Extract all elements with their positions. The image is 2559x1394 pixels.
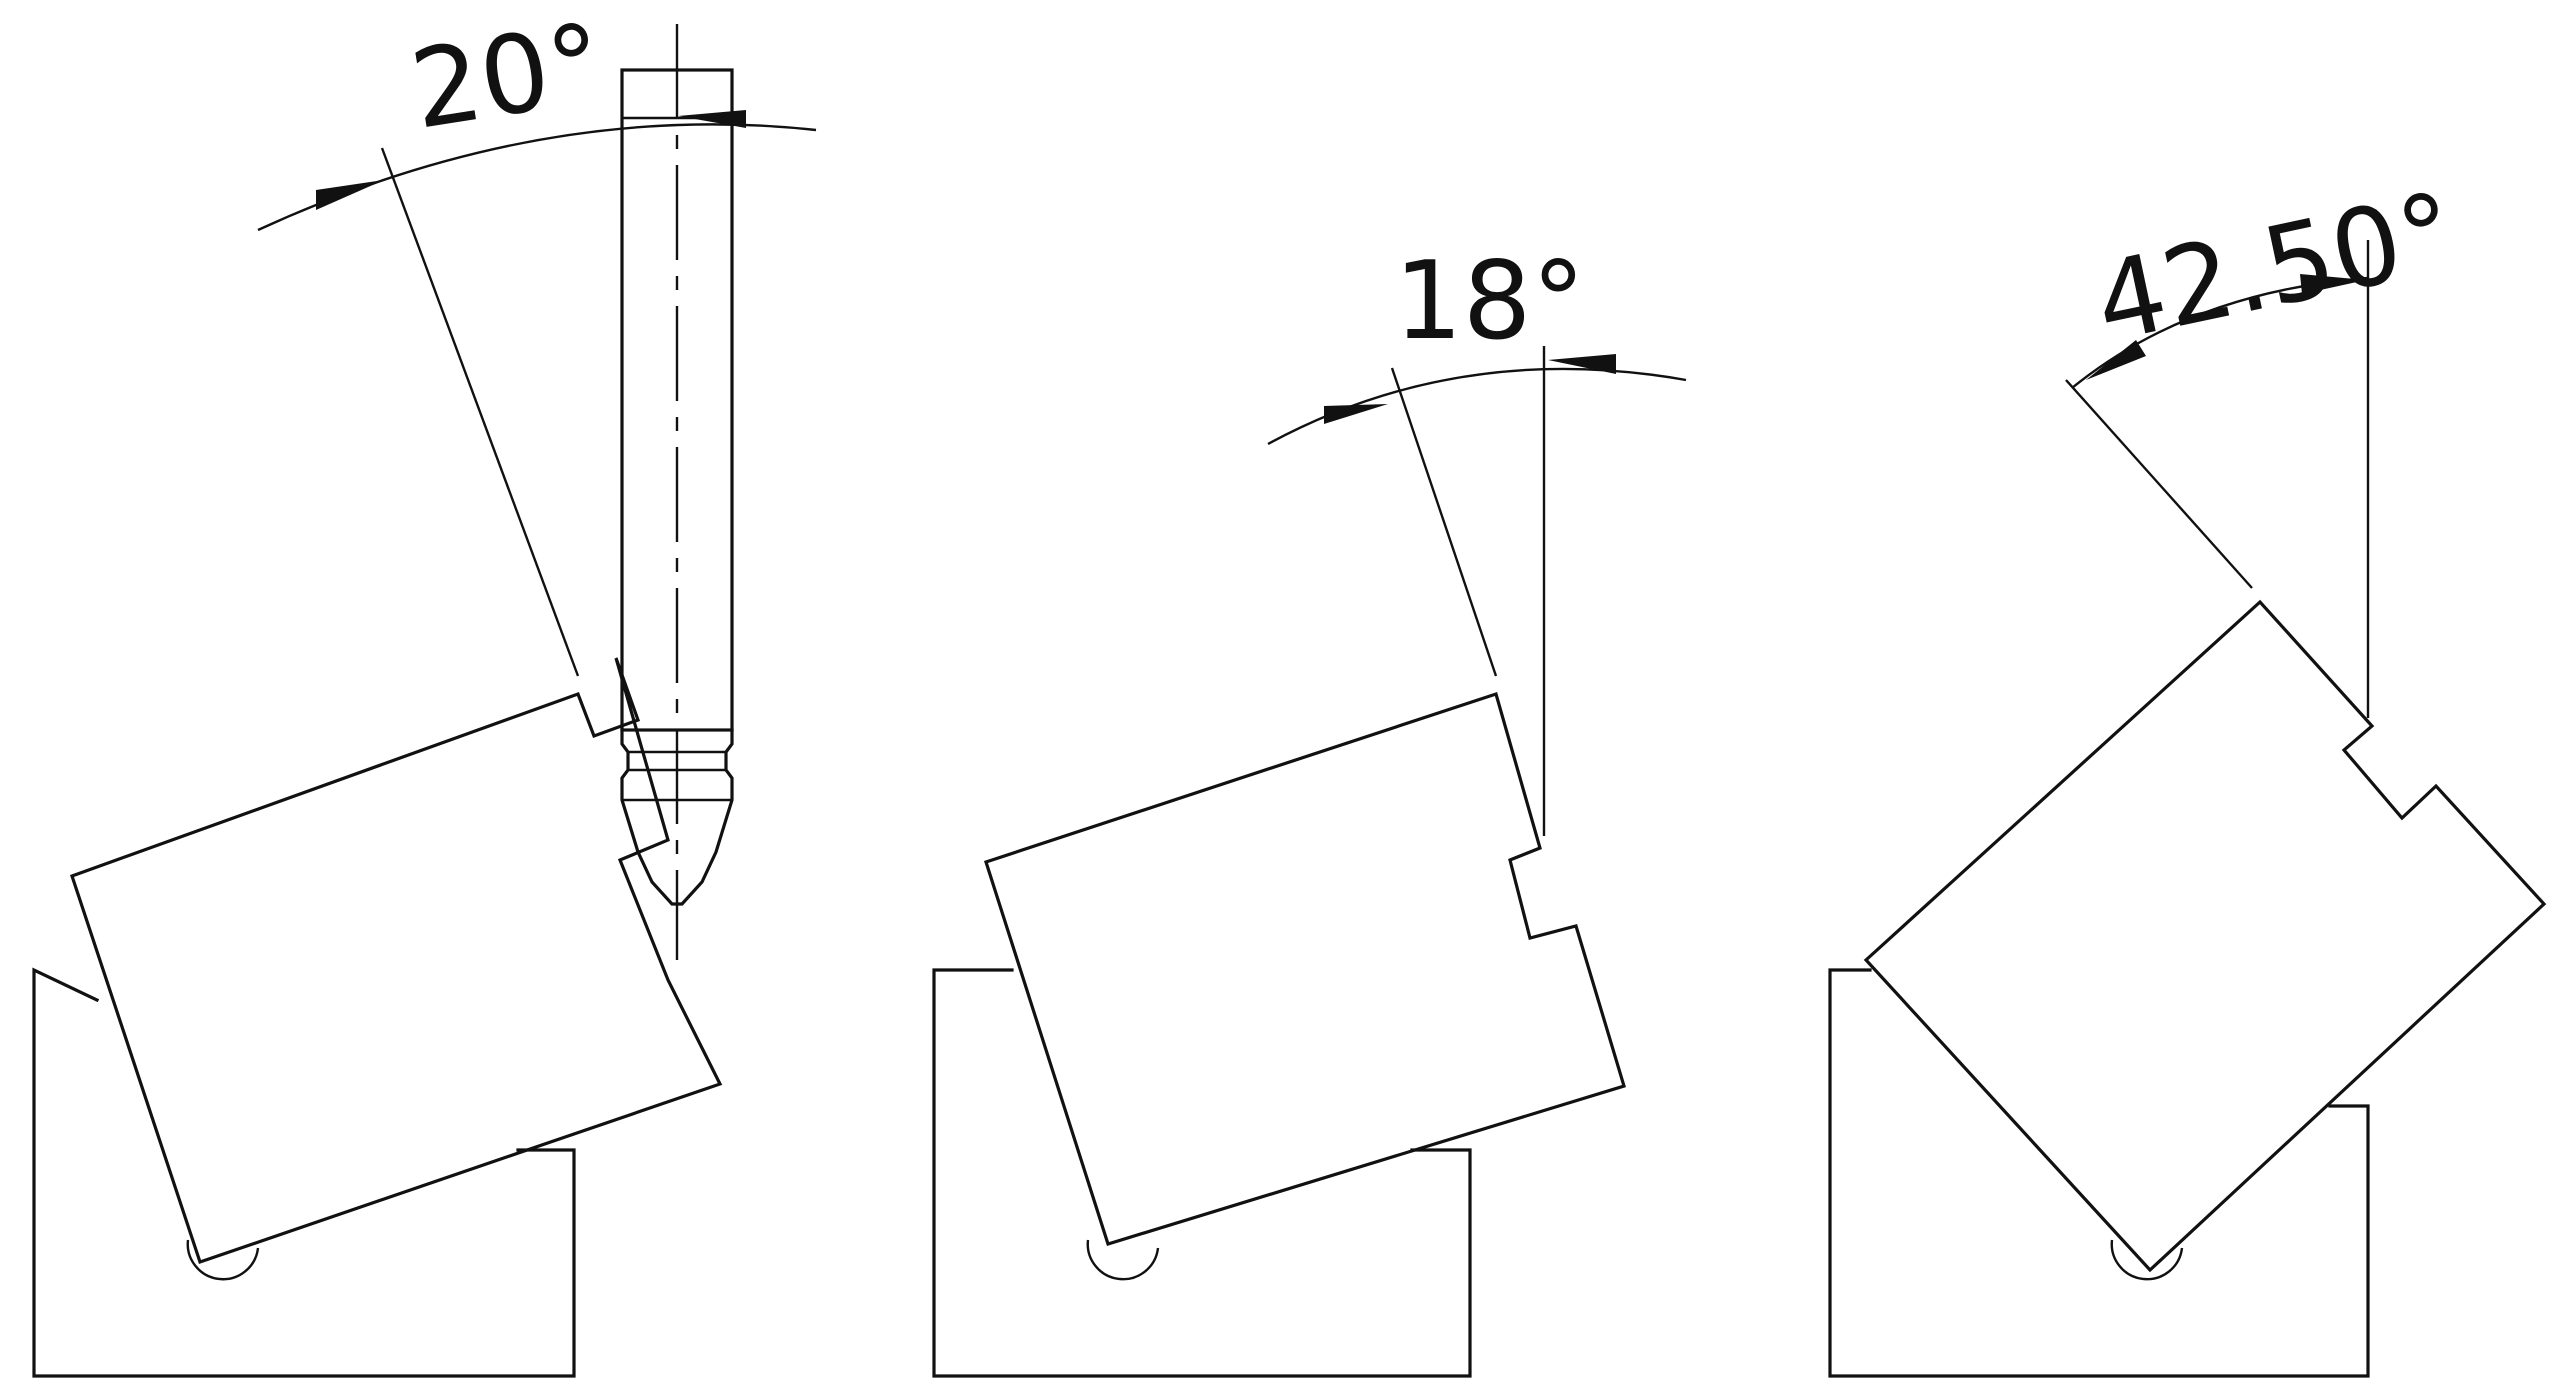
angle-label: 42.50° xyxy=(2085,169,2466,367)
dimension-arrow-right xyxy=(2300,274,2366,294)
angle-label: 18° xyxy=(1394,239,1585,364)
workpiece xyxy=(983,691,1626,1246)
workpiece xyxy=(1863,599,2547,1273)
view-1: 20° xyxy=(32,0,817,1378)
view-2: 18° xyxy=(932,239,1687,1378)
dimension-arrow-right xyxy=(678,110,746,128)
locating-pin xyxy=(1086,1239,1160,1281)
dimension-arrow-left xyxy=(316,180,384,210)
dimension-arrow-left xyxy=(1324,404,1388,424)
dimension-arrow-left xyxy=(2086,340,2146,380)
workpiece xyxy=(69,657,723,1265)
view-3: 42.50° xyxy=(1828,169,2547,1378)
reference-line xyxy=(380,147,580,677)
locating-pin xyxy=(186,1239,260,1281)
locating-pin xyxy=(2110,1239,2184,1281)
reference-line xyxy=(1390,367,1498,677)
dimension-arc xyxy=(1267,367,1687,446)
reference-line xyxy=(2065,379,2253,589)
angle-label: 20° xyxy=(403,0,612,153)
fixture-base xyxy=(932,968,1472,1378)
dimension-arrow-right xyxy=(1548,354,1616,374)
fixture-base xyxy=(1828,968,2370,1378)
fixture-base xyxy=(32,967,576,1378)
